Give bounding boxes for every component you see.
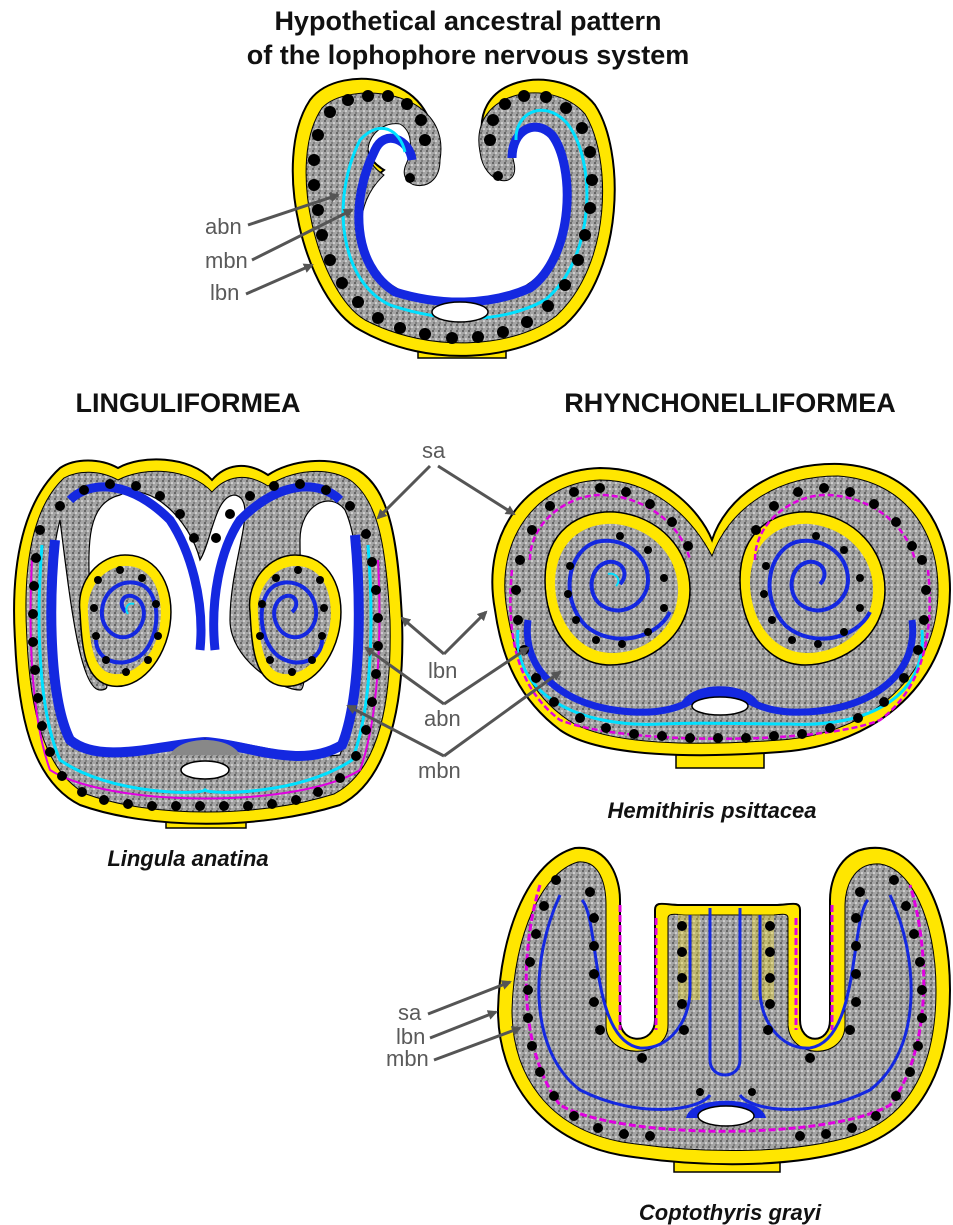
ancestral-label-mbn: mbn	[205, 248, 248, 273]
shared-label-sa: sa	[422, 438, 446, 463]
ancestral-label-abn: abn	[205, 214, 242, 239]
species-label-hemithiris: Hemithiris psittacea	[607, 798, 816, 823]
ancestral-arrow-lbn	[246, 265, 312, 294]
coptothyris-arrow-lbn	[430, 1012, 496, 1038]
lingula-anatina-diagram	[14, 459, 402, 828]
species-label-coptothyris: Coptothyris grayi	[639, 1200, 822, 1225]
shared-label-mbn: mbn	[418, 758, 461, 783]
coptothyris-label-sa: sa	[398, 1000, 422, 1025]
arrow-lbn-lingula	[402, 618, 444, 654]
shared-label-lbn: lbn	[428, 658, 457, 683]
species-label-lingula: Lingula anatina	[107, 846, 268, 871]
coptothyris-grayi-diagram	[498, 848, 950, 1172]
ancestral-label-lbn: lbn	[210, 280, 239, 305]
diagram-title-line2: of the lophophore nervous system	[247, 40, 690, 70]
diagram-title-line1: Hypothetical ancestral pattern	[274, 6, 661, 36]
group-heading-rhynchonelliformea: RHYNCHONELLIFORMEA	[564, 388, 896, 418]
arrow-lbn-hemithiris	[444, 612, 486, 654]
ancestral-lophophore-diagram	[293, 79, 615, 358]
shared-label-abn: abn	[424, 706, 461, 731]
group-heading-linguliformea: LINGULIFORMEA	[76, 388, 301, 418]
arrow-sa-hemithiris	[438, 466, 514, 514]
coptothyris-label-mbn: mbn	[386, 1046, 429, 1071]
arrow-sa-lingula	[378, 466, 430, 518]
hemithiris-psittacea-diagram	[492, 464, 950, 768]
